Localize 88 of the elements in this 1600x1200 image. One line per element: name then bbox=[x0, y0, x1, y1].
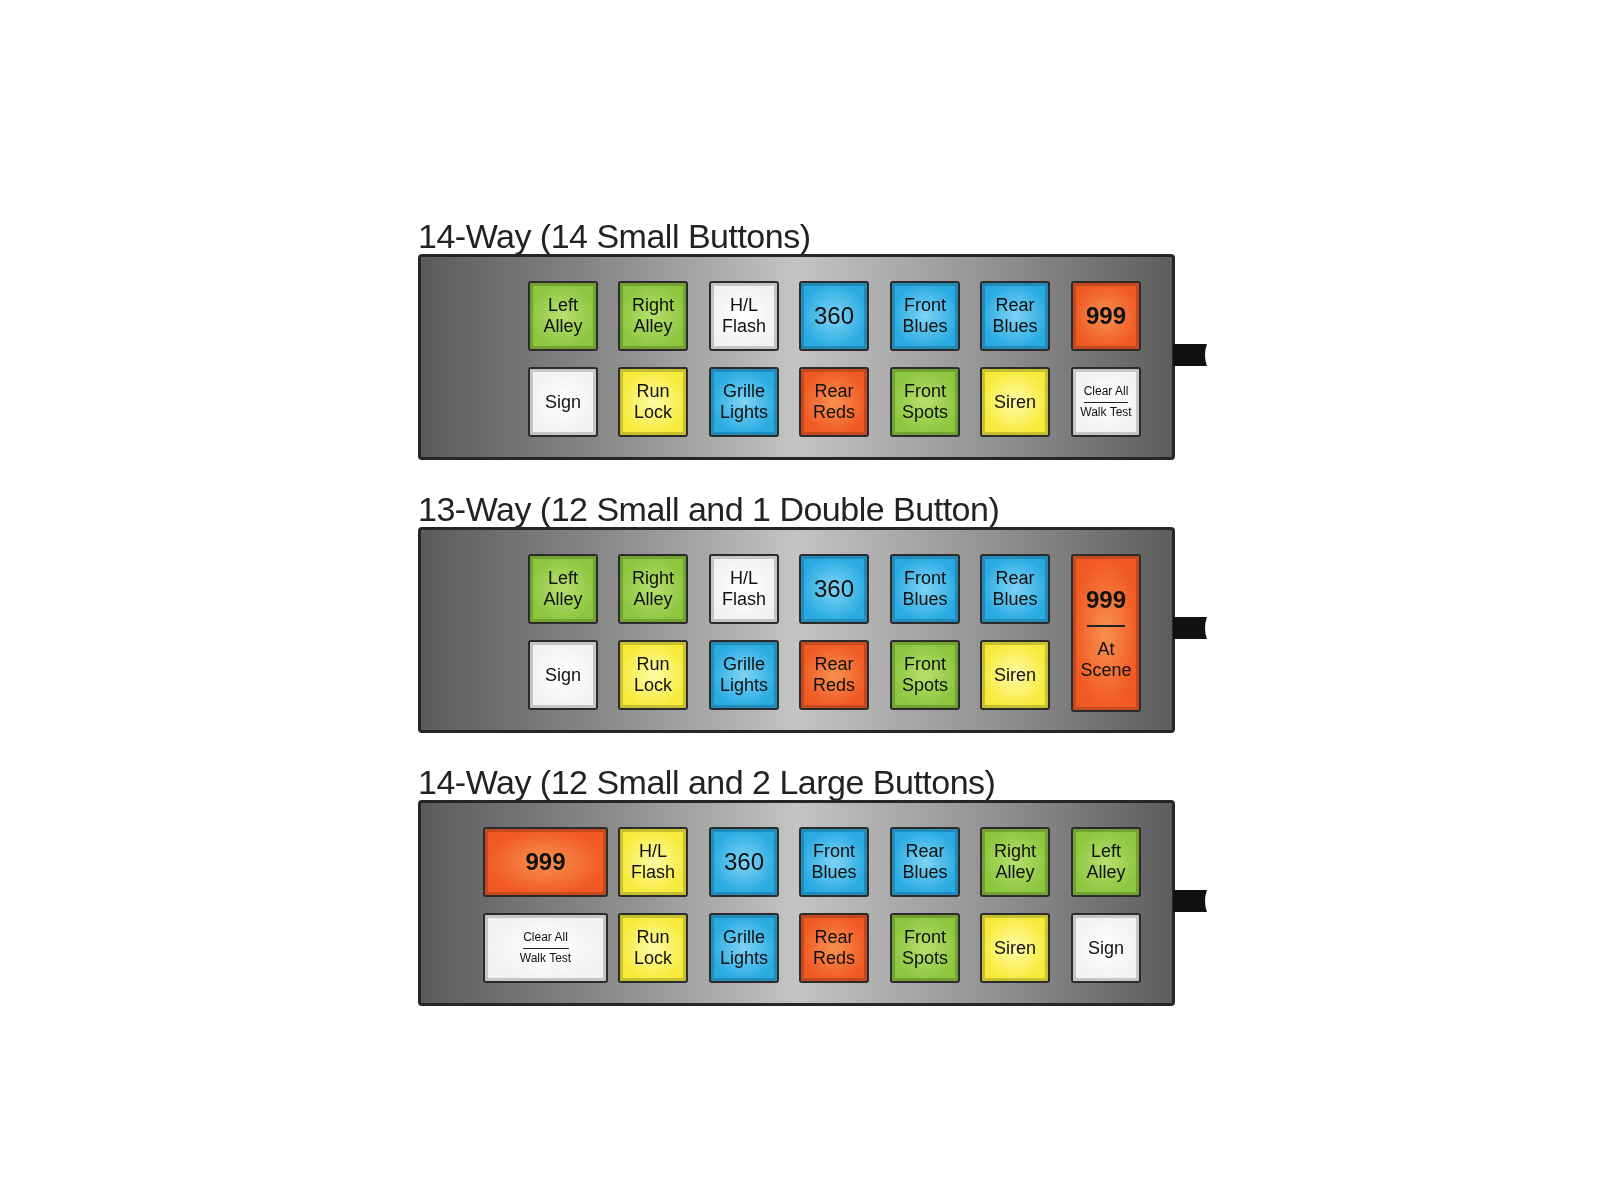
button-label: Right Alley bbox=[630, 295, 675, 337]
button-label: H/L Flash bbox=[721, 568, 767, 610]
button-label: Front Spots bbox=[900, 927, 949, 969]
button-label: Run Lock bbox=[632, 381, 673, 423]
button-label: Rear Blues bbox=[901, 841, 949, 883]
panel-button bbox=[528, 554, 598, 624]
panel-button bbox=[618, 367, 688, 437]
button-label: 360 bbox=[723, 848, 764, 876]
panel-button bbox=[799, 554, 869, 624]
panel-button bbox=[618, 913, 688, 983]
button-label: Left Alley bbox=[542, 295, 584, 337]
panel-button bbox=[709, 827, 779, 897]
panel-button bbox=[483, 913, 608, 983]
button-label: 360 bbox=[813, 302, 854, 330]
button-label: Sign bbox=[545, 391, 581, 413]
button-label: Rear Reds bbox=[811, 654, 856, 696]
button-label: Grille Lights bbox=[718, 654, 769, 696]
panel-button bbox=[890, 640, 960, 710]
button-label: Rear Reds bbox=[811, 927, 856, 969]
button-label: Run Lock bbox=[632, 927, 673, 969]
panel-button bbox=[483, 827, 608, 897]
button-label: Left Alley bbox=[542, 568, 584, 610]
panel-title: 14-Way (14 Small Buttons) bbox=[418, 218, 811, 254]
panel-button bbox=[618, 281, 688, 351]
button-label: Front Blues bbox=[901, 295, 949, 337]
panel-button bbox=[799, 281, 869, 351]
button-label: At Scene bbox=[1079, 639, 1133, 681]
panel-button bbox=[980, 827, 1050, 897]
panel-button bbox=[1071, 281, 1141, 351]
panel-button bbox=[528, 281, 598, 351]
button-label: Walk Test bbox=[519, 951, 572, 966]
button-label: H/L Flash bbox=[721, 295, 767, 337]
panel-button bbox=[618, 554, 688, 624]
button-label: Siren bbox=[994, 664, 1036, 686]
panel-button bbox=[709, 281, 779, 351]
panel-button bbox=[799, 640, 869, 710]
button-label: 999 bbox=[1085, 585, 1126, 614]
button-label: Walk Test bbox=[1080, 405, 1132, 420]
panel-button bbox=[980, 913, 1050, 983]
panel-button bbox=[980, 281, 1050, 351]
button-label: Rear Reds bbox=[811, 381, 856, 423]
panel-button bbox=[980, 367, 1050, 437]
button-label: Grille Lights bbox=[718, 381, 769, 423]
button-label: Front Blues bbox=[901, 568, 949, 610]
panel-button bbox=[709, 367, 779, 437]
panel-button bbox=[709, 913, 779, 983]
panel-title: 13-Way (12 Small and 1 Double Button) bbox=[418, 491, 1000, 527]
button-label: Front Blues bbox=[810, 841, 858, 883]
panel-button bbox=[890, 281, 960, 351]
button-label: Rear Blues bbox=[991, 568, 1039, 610]
panel-button bbox=[709, 640, 779, 710]
panel-button bbox=[1071, 827, 1141, 897]
panel-button bbox=[799, 913, 869, 983]
button-label: Siren bbox=[994, 937, 1036, 959]
panel-button bbox=[618, 640, 688, 710]
panel-title: 14-Way (12 Small and 2 Large Buttons) bbox=[418, 764, 996, 800]
button-label: Right Alley bbox=[630, 568, 675, 610]
button-label: Rear Blues bbox=[991, 295, 1039, 337]
panel-button bbox=[528, 640, 598, 710]
panel-button bbox=[1071, 367, 1141, 437]
button-label: Left Alley bbox=[1085, 841, 1127, 883]
button-label: Sign bbox=[545, 664, 581, 686]
button-label: H/L Flash bbox=[630, 841, 676, 883]
panel-button bbox=[890, 913, 960, 983]
panel-button bbox=[1071, 554, 1141, 712]
button-label: 999 bbox=[525, 848, 566, 876]
panel-button bbox=[618, 827, 688, 897]
panel-button bbox=[980, 640, 1050, 710]
panel-button bbox=[890, 367, 960, 437]
panel-button bbox=[709, 554, 779, 624]
button-label: Run Lock bbox=[632, 654, 673, 696]
button-label: Grille Lights bbox=[718, 927, 769, 969]
button-label: Clear All bbox=[523, 930, 568, 945]
panel-button bbox=[890, 827, 960, 897]
button-label: Sign bbox=[1088, 937, 1124, 959]
button-label: 999 bbox=[1085, 302, 1126, 330]
panel-button bbox=[890, 554, 960, 624]
button-label: Front Spots bbox=[900, 381, 949, 423]
panel-button bbox=[528, 367, 598, 437]
button-label: 360 bbox=[813, 575, 854, 603]
panel-button bbox=[980, 554, 1050, 624]
button-label: Clear All bbox=[1083, 384, 1129, 399]
button-label: Siren bbox=[994, 391, 1036, 413]
panel-button bbox=[799, 827, 869, 897]
button-label: Right Alley bbox=[992, 841, 1037, 883]
button-label: Front Spots bbox=[900, 654, 949, 696]
panel-button bbox=[799, 367, 869, 437]
panel-button bbox=[1071, 913, 1141, 983]
